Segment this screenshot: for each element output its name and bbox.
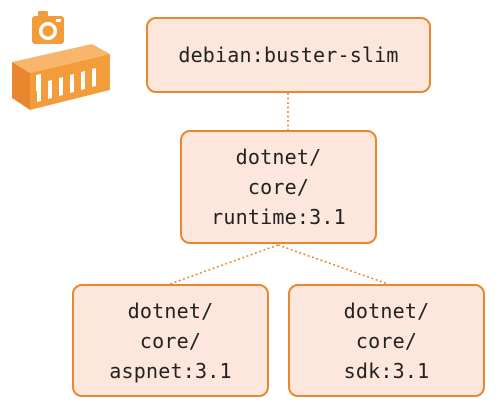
node-label: dotnet/ core/ sdk:3.1 bbox=[343, 298, 430, 383]
node-dotnet-core-runtime: dotnet/ core/ runtime:3.1 bbox=[180, 130, 377, 244]
edge-runtime-to-aspnet bbox=[169, 244, 279, 285]
camera-container-icon bbox=[12, 11, 110, 110]
node-label: dotnet/ core/ runtime:3.1 bbox=[211, 145, 346, 229]
camera-icon bbox=[32, 11, 64, 44]
node-label: dotnet/ core/ aspnet:3.1 bbox=[109, 298, 232, 383]
node-dotnet-core-aspnet: dotnet/ core/ aspnet:3.1 bbox=[72, 284, 269, 397]
node-debian-buster-slim: debian:buster-slim bbox=[146, 17, 431, 93]
container-icon bbox=[12, 44, 110, 110]
edge-runtime-to-sdk bbox=[277, 244, 389, 285]
node-dotnet-core-sdk: dotnet/ core/ sdk:3.1 bbox=[288, 284, 485, 397]
node-label: debian:buster-slim bbox=[178, 43, 399, 67]
